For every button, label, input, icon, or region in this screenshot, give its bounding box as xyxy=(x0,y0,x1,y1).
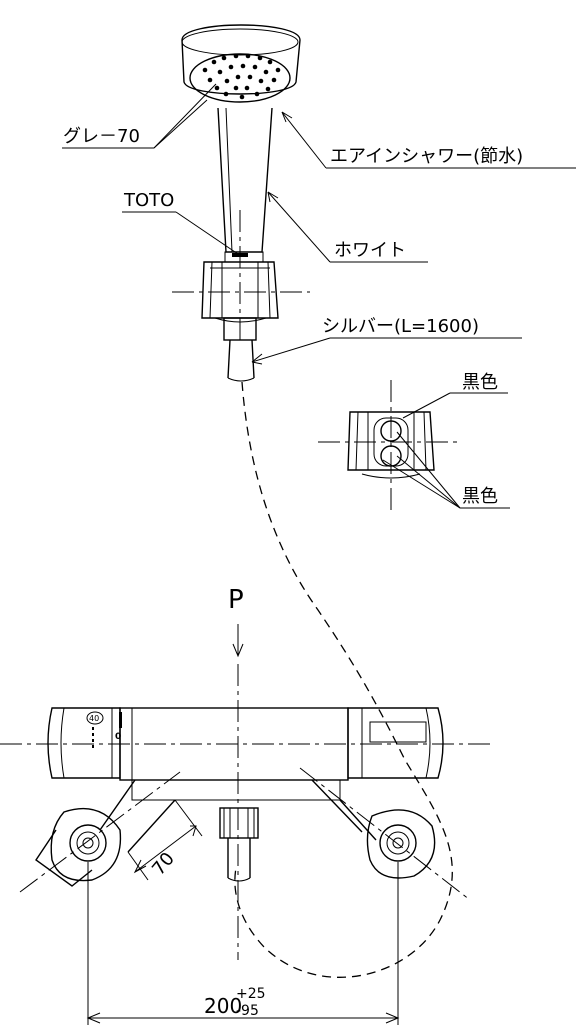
dimension-200: 200 +25 -95 xyxy=(86,862,400,1025)
mixer-valve: 40 0 xyxy=(0,664,495,960)
hose-path-dashed xyxy=(234,381,453,978)
spray-nozzles xyxy=(202,53,281,100)
label-white: ホワイト xyxy=(334,240,406,261)
shower-head xyxy=(181,24,301,103)
label-view-p: P xyxy=(228,585,244,615)
dim-70-text: 70 xyxy=(148,849,179,880)
hose-top xyxy=(227,339,255,382)
leader-lines xyxy=(62,83,576,509)
temp-badge-text: 40 xyxy=(89,714,99,723)
view-p-arrow xyxy=(232,624,244,658)
label-airin-shower: エアインシャワー(節水) xyxy=(330,146,523,167)
label-silver-hose: シルバー(L=1600) xyxy=(322,316,479,337)
dim-200-text: 200 xyxy=(204,994,242,1018)
label-black-top: 黒色 xyxy=(462,372,498,393)
tol-plus-text: +25 xyxy=(236,986,266,1002)
label-toto: TOTO xyxy=(123,190,174,211)
label-gray-70: グレ－70 xyxy=(63,126,140,147)
tol-minus-text: -95 xyxy=(236,1003,259,1019)
label-black-bottom: 黒色 xyxy=(462,486,498,507)
shower-handle xyxy=(217,107,273,263)
temperature-dial-markings: 40 0 xyxy=(86,711,122,748)
dial-zero-text: 0 xyxy=(115,732,121,742)
